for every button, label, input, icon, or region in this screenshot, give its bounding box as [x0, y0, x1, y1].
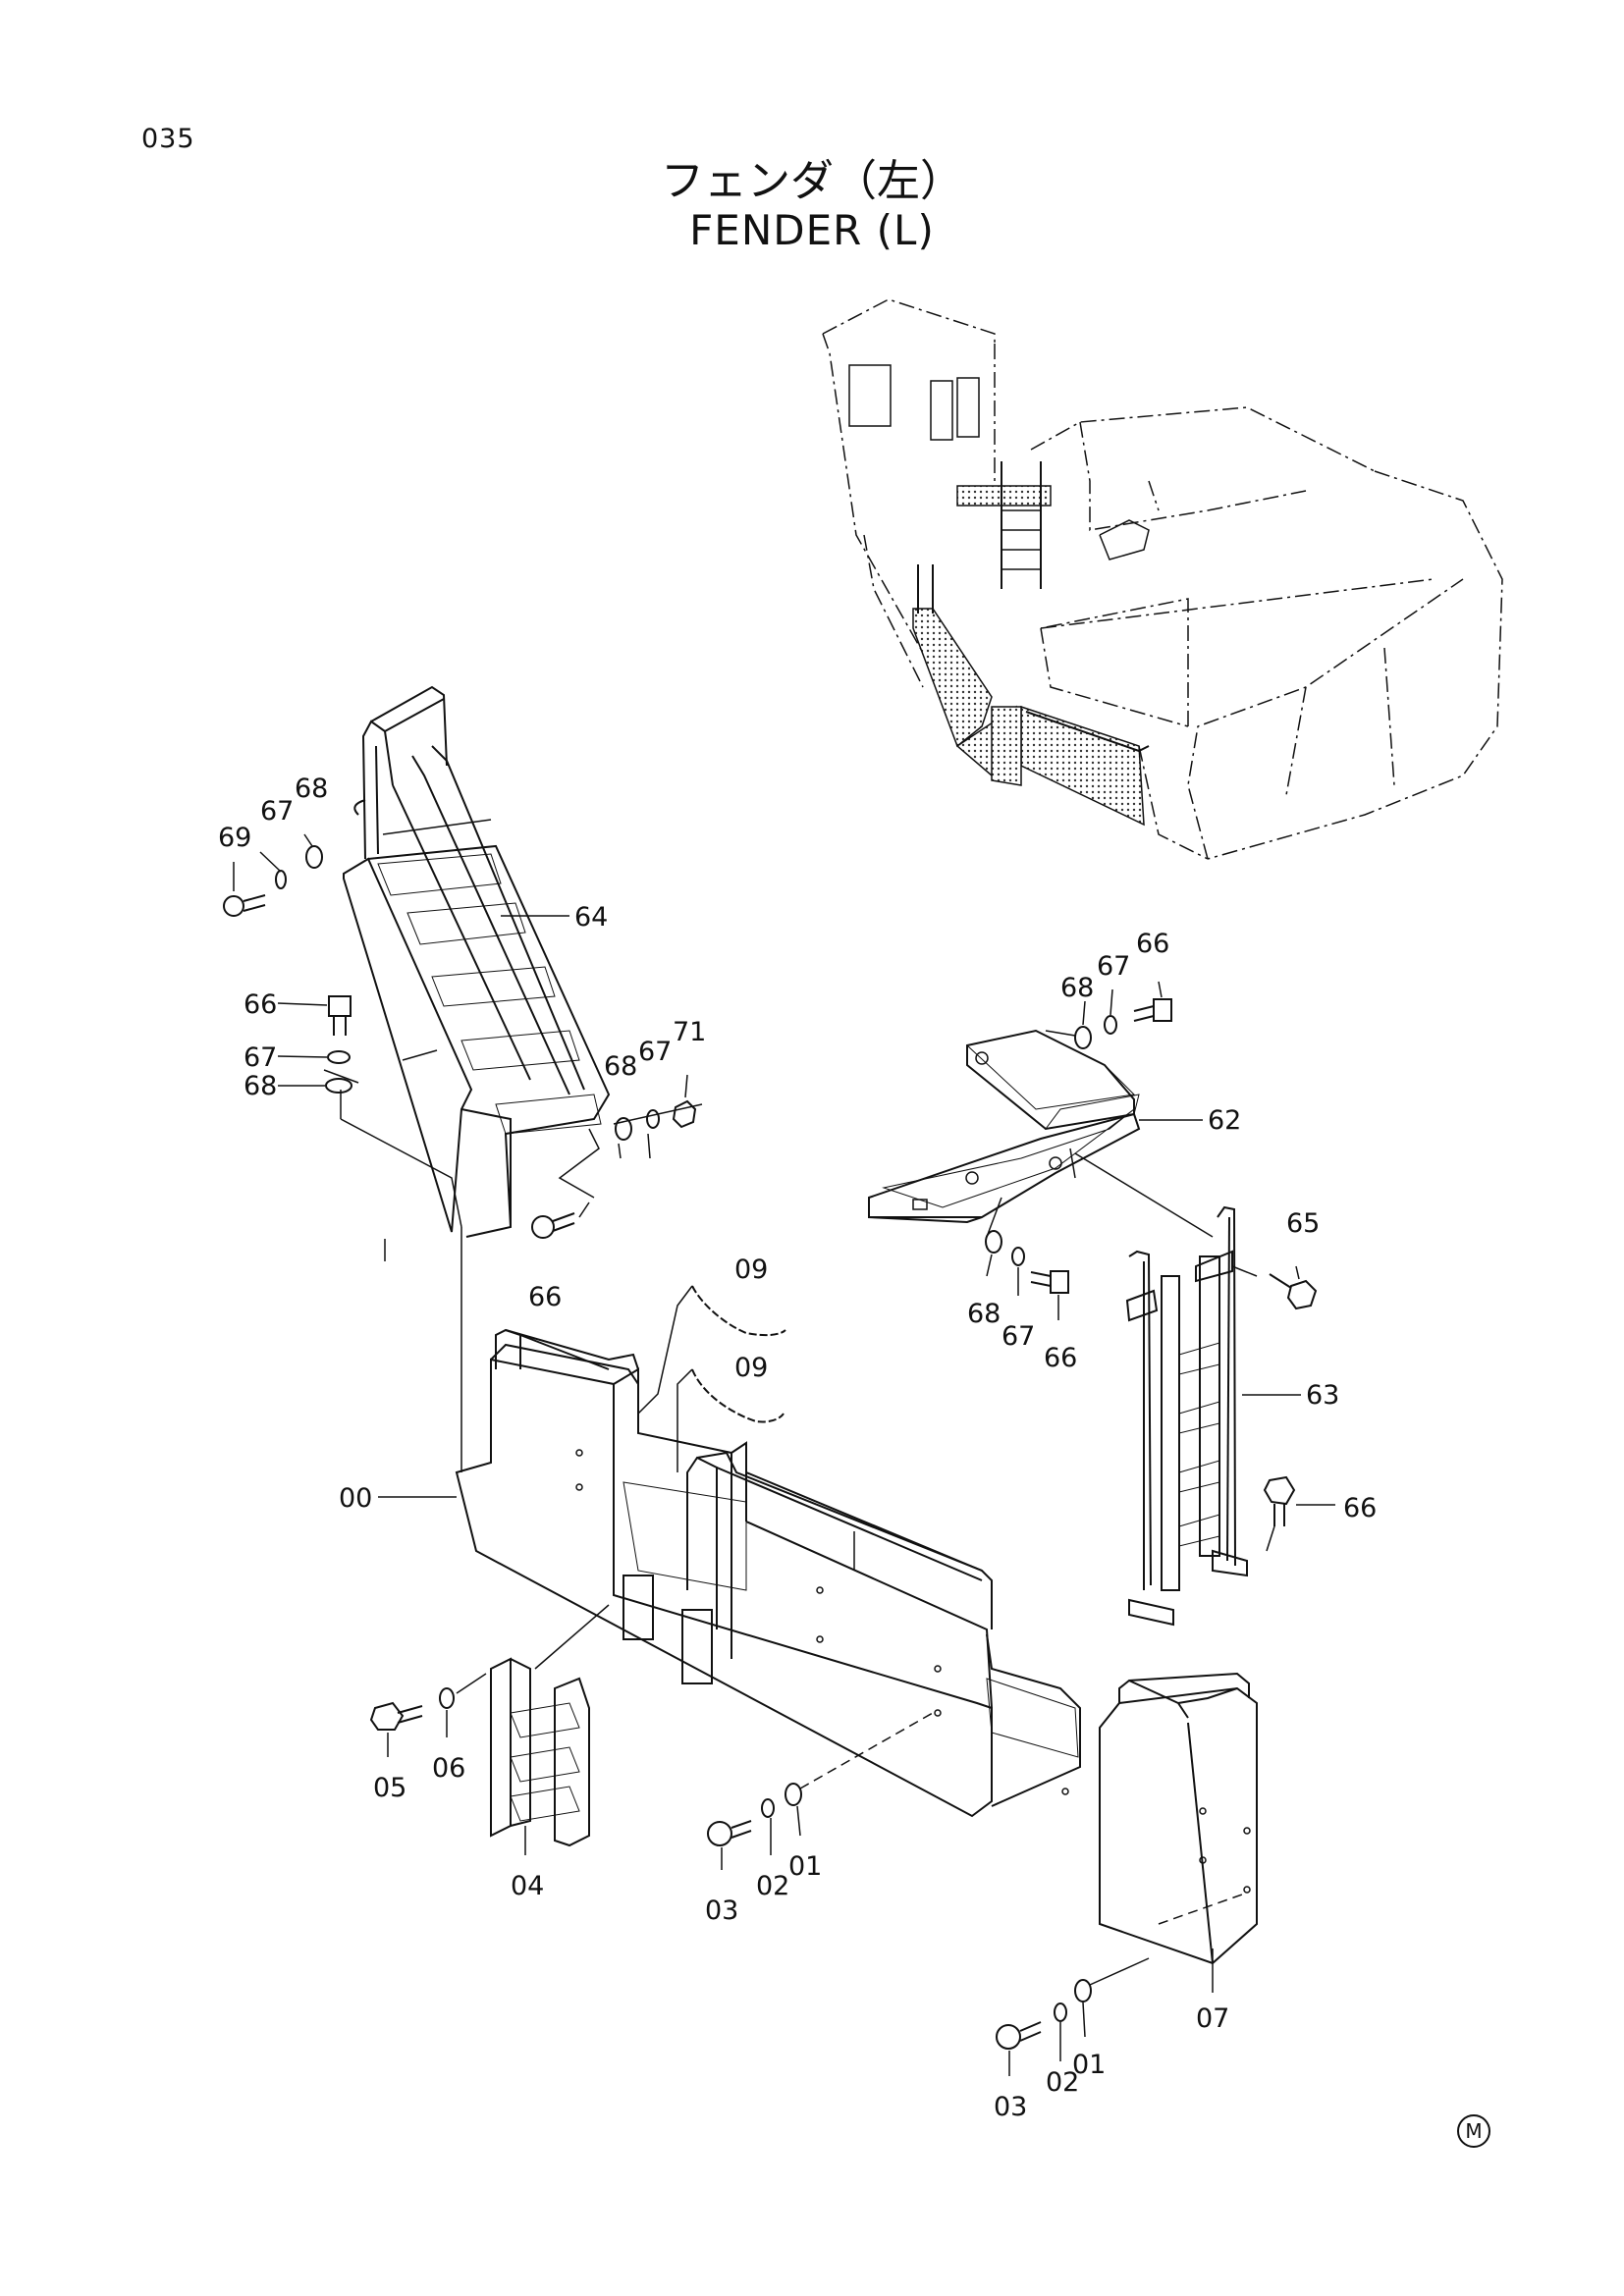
callout-69: 68 — [604, 1051, 637, 1082]
title-japanese: フェンダ（左） — [661, 156, 963, 206]
callout-06: 06 — [432, 1753, 465, 1784]
callout-63: 63 — [1306, 1380, 1339, 1411]
callout-04: 04 — [511, 1871, 544, 1901]
page-number: 035 — [141, 124, 195, 154]
callout-07: 07 — [1196, 2003, 1229, 2034]
callout-69: 68 — [244, 1071, 277, 1101]
callout-68: 67 — [1097, 951, 1130, 982]
fasteners — [223, 845, 1318, 2050]
part-07-step — [1099, 1672, 1258, 1965]
callout-67: 66 — [1044, 1343, 1077, 1373]
callout-69: 68 — [295, 774, 328, 804]
callout-67: 66 — [528, 1282, 562, 1312]
callout-03: 03 — [705, 1896, 738, 1926]
callout-03: 03 — [994, 2092, 1027, 2122]
part-09-chains — [637, 1285, 786, 1472]
machine-overview — [822, 298, 1503, 860]
leader-lines — [233, 833, 1335, 2076]
callout-69: 68 — [1060, 973, 1094, 1003]
callout-68: 67 — [638, 1037, 672, 1067]
corner-mark-m: M — [1457, 2114, 1490, 2148]
callout-70: 69 — [218, 823, 251, 853]
callout-02: 02 — [1046, 2067, 1079, 2098]
callout-01: 01 — [788, 1851, 822, 1882]
callout-01: 01 — [1072, 2050, 1106, 2080]
callout-68: 67 — [260, 796, 294, 827]
callout-69: 68 — [967, 1299, 1001, 1329]
callout-67: 66 — [244, 989, 277, 1020]
part-04-step-bracket — [490, 1657, 590, 1847]
callout-65: 65 — [1286, 1208, 1320, 1239]
callout-labels: 69 67 68 64 66 67 68 68 67 71 66 68 67 6… — [218, 774, 1377, 2122]
part-62-platform — [868, 1029, 1141, 1224]
callout-09: 09 — [734, 1353, 768, 1383]
title-english: FENDER (L) — [689, 206, 935, 254]
part-00-fender — [455, 1328, 1081, 1818]
callout-67: 66 — [1136, 929, 1169, 959]
callout-68: 67 — [1001, 1321, 1035, 1352]
callout-00: 00 — [339, 1483, 372, 1514]
callout-64: 64 — [574, 902, 608, 933]
callout-05: 05 — [373, 1773, 406, 1803]
part-64-stairway — [343, 685, 611, 1238]
callout-68: 67 — [244, 1042, 277, 1073]
callout-71: 71 — [673, 1017, 706, 1047]
callout-66: 66 — [1343, 1493, 1377, 1523]
part-63-ladder — [1125, 1205, 1248, 1627]
callout-02: 02 — [756, 1871, 789, 1901]
callout-09: 09 — [734, 1255, 768, 1285]
callout-62: 62 — [1208, 1105, 1241, 1136]
